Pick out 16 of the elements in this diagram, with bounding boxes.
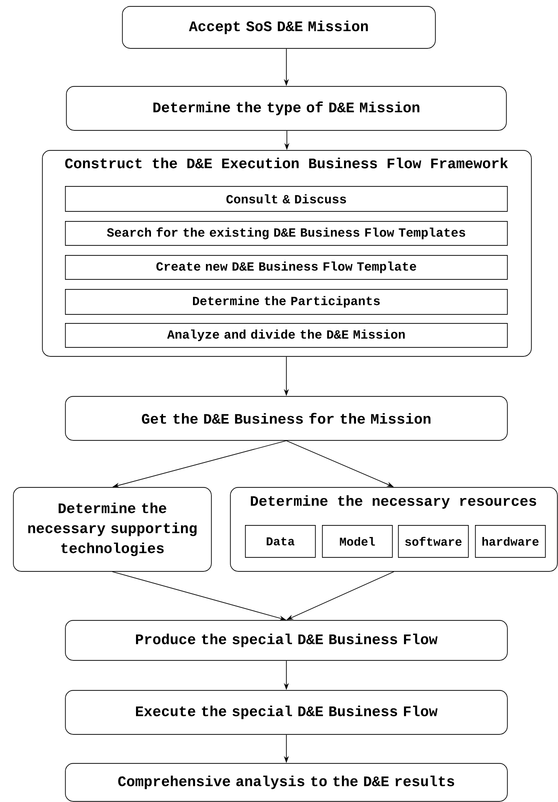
resource-box: software [398, 525, 469, 558]
step-box: Create new D&E Business Flow Template [65, 255, 508, 280]
process-box: Produce the special D&E Business Flow [65, 620, 508, 661]
resource-box: hardware [475, 525, 546, 558]
step-box: Search for the existing D&E Business Flow Templates [65, 221, 508, 246]
step-box: Consult & Discuss [65, 186, 508, 212]
step-box: Determine the Participants [65, 289, 508, 315]
process-box: Accept SoS D&E Mission [122, 6, 436, 49]
resource-box: Data [245, 525, 316, 558]
process-box: Comprehensive analysis to the D&E results [65, 763, 508, 802]
process-box: Execute the special D&E Business Flow [65, 690, 508, 735]
process-box: Determine the type of D&E Mission [66, 86, 507, 131]
step-box: Analyze and divide the D&E Mission [65, 323, 508, 348]
process-box: Get the D&E Business for the Mission [65, 396, 508, 441]
resource-box: Model [322, 525, 393, 558]
process-box: Determine the necessary supporting technologies [13, 487, 212, 572]
